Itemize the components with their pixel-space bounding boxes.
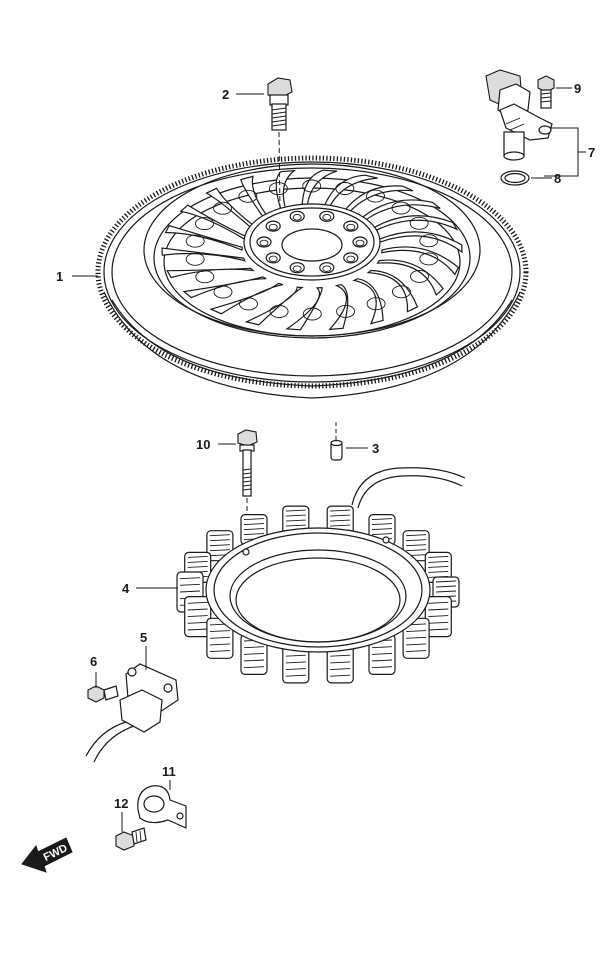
flywheel <box>95 155 529 399</box>
pulse-coil-screw <box>87 685 119 703</box>
pulse-coil <box>85 663 179 763</box>
flywheel-fin <box>285 286 323 331</box>
stator <box>176 467 466 684</box>
flywheel-window <box>195 217 214 231</box>
hub-hole-inner <box>292 265 302 272</box>
hub-hole-inner <box>322 214 332 221</box>
flywheel-window <box>238 189 258 203</box>
flywheel-fin <box>340 185 414 218</box>
flywheel-fin <box>161 247 246 262</box>
flywheel-window <box>195 270 215 284</box>
hub-hole-inner <box>268 223 278 231</box>
callout-2: 2 <box>222 87 229 102</box>
forward-arrow-icon <box>21 837 73 873</box>
fwd-direction-marker: FWD <box>21 837 73 873</box>
sensor-bolt <box>537 75 555 109</box>
callout-9: 9 <box>574 81 581 96</box>
callout-3: 3 <box>372 441 379 456</box>
stator-coil <box>206 617 234 659</box>
callout-6: 6 <box>90 654 97 669</box>
callout-5: 5 <box>140 630 147 645</box>
hub-hole-inner <box>259 239 269 247</box>
flywheel-fin <box>209 282 284 315</box>
callout-4: 4 <box>122 581 130 596</box>
hub-hole-inner <box>268 255 278 263</box>
stator-coil <box>184 595 212 638</box>
flywheel-fin <box>378 231 463 254</box>
flywheel-fin <box>381 246 460 276</box>
flywheel-window <box>268 182 288 196</box>
stator-coil <box>402 617 430 659</box>
callout-labels: 1 2 3 4 5 6 7 8 9 10 11 12 <box>56 81 595 811</box>
flywheel-fin <box>164 224 243 251</box>
flywheel-window <box>409 216 429 230</box>
flywheel-fin <box>182 276 267 299</box>
flywheel-window <box>269 305 289 318</box>
wire-clamp <box>137 785 187 829</box>
callout-leaders <box>72 87 586 832</box>
stator-bolt <box>237 429 258 497</box>
pulser-sensor <box>485 69 553 161</box>
stator-coil <box>424 595 452 638</box>
flywheel-fin <box>352 278 384 325</box>
flywheel-window <box>185 252 205 266</box>
hub-hole-inner <box>292 214 302 221</box>
hub-hole-inner <box>346 223 356 231</box>
callout-1: 1 <box>56 269 63 284</box>
callout-12: 12 <box>114 796 128 811</box>
o-ring <box>500 170 530 186</box>
hub-hole-inner <box>355 239 365 247</box>
clamp-bolt <box>115 827 147 851</box>
flywheel-window <box>336 304 356 318</box>
flywheel-fin <box>240 175 271 223</box>
flywheel-window <box>391 201 411 215</box>
flywheel-window <box>366 297 386 311</box>
hub-bolt-holes <box>256 210 368 274</box>
flywheel-fin <box>356 199 441 224</box>
flywheel-fin <box>166 267 255 279</box>
flywheel-fin <box>369 215 459 233</box>
flywheel-window <box>391 285 411 299</box>
callout-11: 11 <box>162 764 176 779</box>
flywheel-fin <box>301 169 338 214</box>
hub-hole-inner <box>322 265 332 272</box>
flywheel-fin <box>376 259 445 296</box>
flywheel-window <box>213 201 233 215</box>
flywheel-window <box>185 234 205 248</box>
callout-10: 10 <box>196 437 210 452</box>
flywheel-fin <box>244 286 304 326</box>
stator-coil <box>368 633 396 676</box>
callout-7: 7 <box>588 145 595 160</box>
hub-hole-inner <box>346 255 356 263</box>
flywheel-fin <box>366 269 419 313</box>
flywheel-bolt <box>267 77 293 131</box>
flywheel-window <box>302 307 322 321</box>
flywheel-fin <box>328 283 349 331</box>
flywheel-window <box>335 182 355 195</box>
flywheel-window <box>302 179 322 193</box>
flywheel-fins <box>161 169 463 331</box>
flywheel-window <box>213 285 233 299</box>
flywheel-window <box>419 234 439 248</box>
callout-8: 8 <box>554 171 561 186</box>
dowel-pin <box>330 439 343 461</box>
flywheel-window <box>410 269 429 283</box>
flywheel-window <box>419 252 439 266</box>
flywheel-window <box>239 297 258 311</box>
flywheel-window <box>366 189 385 203</box>
